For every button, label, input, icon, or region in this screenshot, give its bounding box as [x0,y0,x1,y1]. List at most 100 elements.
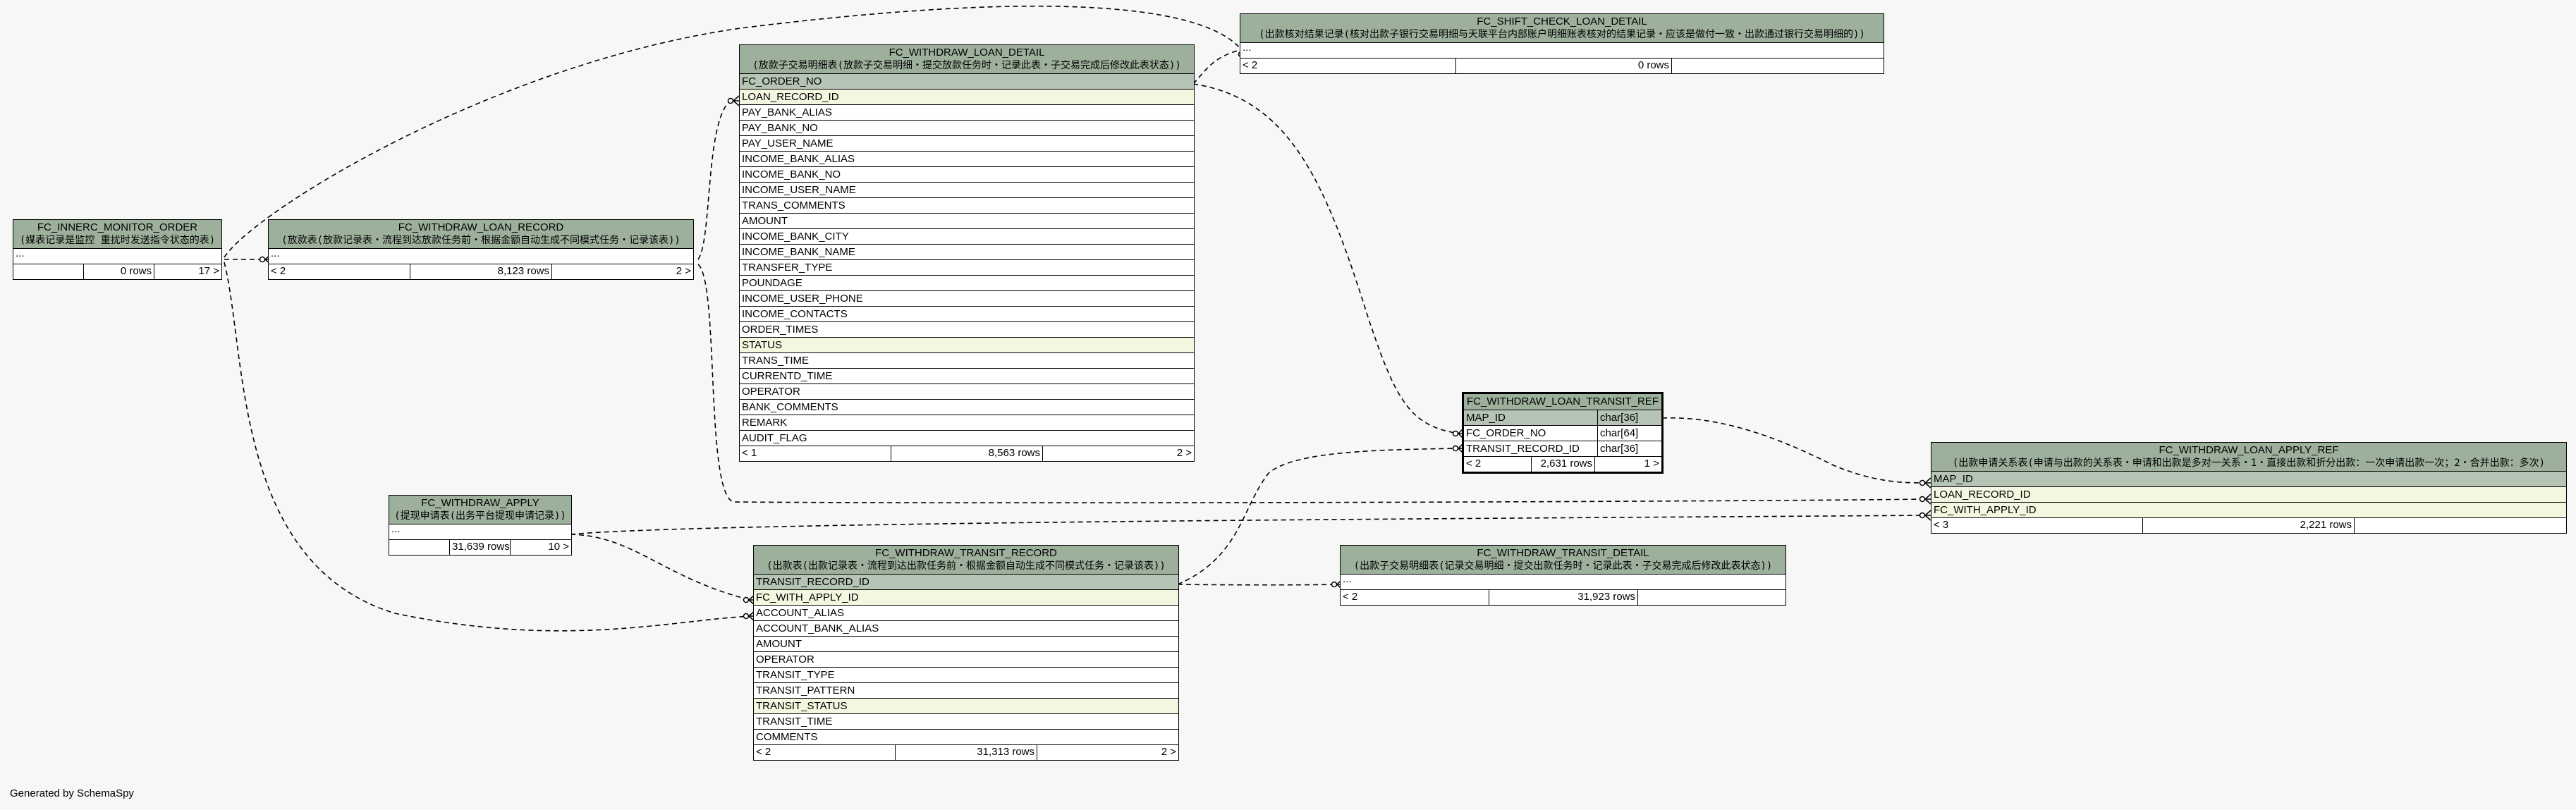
column-row[interactable]: CURRENTD_TIME [740,369,1194,384]
parents-count[interactable]: < 2 [269,264,410,279]
table-fc-innerc-monitor-order[interactable]: FC_INNERC_MONITOR_ORDER (媒表记录是监控 重扰时发送指令… [13,219,222,280]
column-row[interactable]: TRANSFER_TYPE [740,260,1194,276]
column-type: char[64] [1600,427,1639,439]
column-row[interactable]: REMARK [740,415,1194,431]
edge-innerc-to-transit-record [224,262,751,632]
table-header: FC_WITHDRAW_LOAN_RECORD (放款表(放款记录表・流程到达放… [269,220,693,249]
table-header: FC_WITHDRAW_LOAN_TRANSIT_REF [1464,394,1661,410]
column-row[interactable]: TRANSIT_PATTERN [754,683,1178,699]
table-comment: (媒表记录是监控 重扰时发送指令状态的表) [19,235,216,246]
parents-count[interactable]: < 2 [1464,457,1532,472]
column-row[interactable]: PAY_BANK_ALIAS [740,105,1194,121]
table-footer: < 2 31,313 rows 2 > [754,745,1178,760]
collapsed-columns: ... [269,249,693,264]
table-name: FC_INNERC_MONITOR_ORDER [37,221,198,233]
column-row[interactable]: INCOME_CONTACTS [740,307,1194,322]
table-footer: < 2 8,123 rows 2 > [269,264,693,279]
column-row[interactable]: LOAN_RECORD_ID [740,90,1194,105]
edge-innerc-to-shift-check [224,5,1242,258]
edge-transit-ref-to-apply-ref [1661,417,1927,484]
table-name: FC_WITHDRAW_LOAN_DETAIL [889,47,1045,59]
children-count[interactable]: 1 > [1644,458,1659,470]
table-header: FC_SHIFT_CHECK_LOAN_DETAIL (出款核对结果记录(核对出… [1240,14,1884,43]
collapsed-columns: ... [1240,43,1884,59]
row-count: 31,313 rows [896,745,1037,760]
row-count: 2,221 rows [2143,518,2355,533]
column-row[interactable]: COMMENTS [754,730,1178,745]
column-row[interactable]: MAP_ID [1931,472,2566,487]
column-row[interactable]: TRANSIT_TIME [754,714,1178,730]
table-fc-withdraw-apply[interactable]: FC_WITHDRAW_APPLY (提现申请表(出务平台提现申请记录)) ..… [389,495,572,556]
column-row[interactable]: AMOUNT [740,214,1194,229]
collapsed-columns: ... [389,524,571,540]
table-footer: < 2 2,631 rows 1 > [1464,457,1661,472]
table-fc-withdraw-transit-record[interactable]: FC_WITHDRAW_TRANSIT_RECORD (出款表(出款记录表・流程… [753,545,1179,761]
column-row[interactable]: ACCOUNT_BANK_ALIAS [754,621,1178,637]
children-count[interactable]: 17 > [198,265,219,277]
children-count[interactable]: 10 > [548,541,569,553]
column-row[interactable]: FC_ORDER_NO [740,74,1194,90]
edge-loan-record-to-loan-detail [697,100,731,260]
edge-loan-record-to-apply-ref [697,264,1927,504]
table-name: FC_WITHDRAW_LOAN_RECORD [398,221,564,233]
crowfoot-marker [1331,581,1338,588]
column-row[interactable]: INCOME_BANK_NO [740,167,1194,183]
column-row[interactable]: PAY_BANK_NO [740,121,1194,136]
table-fc-withdraw-transit-detail[interactable]: FC_WITHDRAW_TRANSIT_DETAIL (出款子交易明细表(记录交… [1340,545,1786,606]
parents-count[interactable]: < 2 [1240,59,1456,73]
row-count: 0 rows [1456,59,1672,73]
table-fc-withdraw-loan-apply-ref[interactable]: FC_WITHDRAW_LOAN_APPLY_REF (出款申请关系表(申请与出… [1931,442,2567,534]
parents-count[interactable]: < 2 [1341,590,1489,605]
crowfoot-marker [1924,510,1931,521]
table-fc-shift-check-loan-detail[interactable]: FC_SHIFT_CHECK_LOAN_DETAIL (出款核对结果记录(核对出… [1240,13,1884,74]
column-row[interactable]: TRANS_TIME [740,353,1194,369]
crowfoot-marker [1924,477,1931,489]
column-row[interactable]: POUNDAGE [740,276,1194,291]
column-row[interactable]: TRANS_COMMENTS [740,198,1194,214]
column-row[interactable]: ORDER_TIMES [740,322,1194,338]
crowfoot-marker [1919,479,1926,486]
parents-count[interactable] [13,264,84,279]
children-count[interactable]: 2 > [1176,447,1192,459]
column-row[interactable]: TRANSIT_STATUS [754,699,1178,714]
table-name: FC_WITHDRAW_LOAN_TRANSIT_REF [1467,395,1659,407]
column-row[interactable]: AMOUNT [754,637,1178,652]
column-row[interactable]: PAY_USER_NAME [740,136,1194,152]
children-count[interactable]: 2 > [1161,746,1176,758]
column-row[interactable]: OPERATOR [754,652,1178,668]
column-row[interactable]: FC_ORDER_NO char[64] [1464,426,1661,441]
column-row[interactable]: TRANSIT_RECORD_ID char[36] [1464,441,1661,457]
table-fc-withdraw-loan-transit-ref[interactable]: FC_WITHDRAW_LOAN_TRANSIT_REF MAP_ID char… [1462,392,1664,474]
table-fc-withdraw-loan-detail[interactable]: FC_WITHDRAW_LOAN_DETAIL (放款子交易明细表(放款子交易明… [739,44,1195,462]
column-row[interactable]: LOAN_RECORD_ID [1931,487,2566,503]
column-row[interactable]: TRANSIT_TYPE [754,668,1178,683]
column-row[interactable]: MAP_ID char[36] [1464,410,1661,426]
column-row[interactable]: BANK_COMMENTS [740,400,1194,415]
table-fc-withdraw-loan-record[interactable]: FC_WITHDRAW_LOAN_RECORD (放款表(放款记录表・流程到达放… [268,219,694,280]
crowfoot-marker [1452,430,1459,437]
column-row[interactable]: FC_WITH_APPLY_ID [1931,503,2566,518]
column-row[interactable]: INCOME_USER_NAME [740,183,1194,198]
table-comment: (出款申请关系表(申请与出款的关系表・申请和出款是多对一关系・1・直接出款和折分… [1952,458,2546,469]
edge-loan-detail-to-shift-check [1192,49,1243,85]
children-count[interactable]: 2 > [676,265,691,277]
column-row[interactable]: AUDIT_FLAG [740,431,1194,446]
column-row[interactable]: FC_WITH_APPLY_ID [754,590,1178,606]
column-row[interactable]: OPERATOR [740,384,1194,400]
crowfoot-marker [259,256,266,263]
table-footer: 31,639 rows 10 > [389,540,571,555]
table-header: FC_WITHDRAW_LOAN_APPLY_REF (出款申请关系表(申请与出… [1931,443,2566,472]
column-row[interactable]: INCOME_BANK_CITY [740,229,1194,245]
column-row[interactable]: ACCOUNT_ALIAS [754,606,1178,621]
parents-count[interactable]: < 3 [1931,518,2143,533]
parents-count[interactable]: < 2 [754,745,896,760]
table-footer: 0 rows 17 > [13,264,221,279]
parents-count[interactable]: < 1 [740,446,891,461]
column-row[interactable]: TRANSIT_RECORD_ID [754,575,1178,590]
row-count: 8,563 rows [891,446,1043,461]
column-row[interactable]: STATUS [740,338,1194,353]
column-row[interactable]: INCOME_BANK_NAME [740,245,1194,260]
column-row[interactable]: INCOME_USER_PHONE [740,291,1194,307]
column-row[interactable]: INCOME_BANK_ALIAS [740,152,1194,167]
row-count: 8,123 rows [410,264,552,279]
